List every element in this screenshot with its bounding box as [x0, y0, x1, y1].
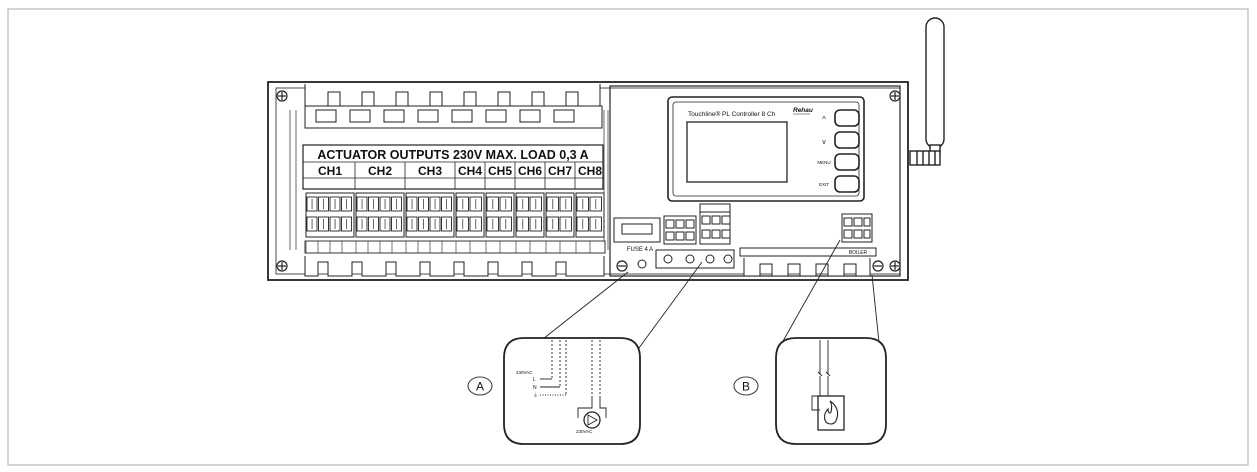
actuator-output-panel: ACTUATOR OUTPUTS 230V MAX. LOAD 0,3 A CH…: [302, 144, 604, 190]
actuator-terminal-blocks: [305, 192, 605, 238]
down-chevron-icon: v: [822, 139, 826, 146]
pump-voltage-label: 230VAC: [576, 429, 593, 434]
marker-a: A: [467, 376, 493, 396]
earth-icon: ⏚: [533, 392, 538, 399]
down-button[interactable]: [834, 131, 860, 149]
mains-voltage-label: 230VAC: [516, 370, 533, 375]
marker-b-label: B: [742, 380, 750, 394]
boiler-terminal-label: BOILER: [849, 250, 868, 256]
leader-lines: [533, 239, 881, 353]
marker-b: B: [733, 376, 759, 396]
menu-label: MENU: [817, 160, 830, 165]
up-chevron-icon: ^: [822, 115, 826, 124]
mains-terminal-strip: [304, 240, 606, 254]
terminal-block-ch3: [405, 192, 455, 238]
outer-frame: [7, 8, 1249, 466]
channel-label-3: CH3: [418, 164, 442, 178]
display-connector: [699, 203, 731, 213]
channel-label-2: CH2: [368, 164, 392, 178]
actuator-outputs-banner: ACTUATOR OUTPUTS 230V MAX. LOAD 0,3 A: [317, 148, 588, 162]
terminal-block-ch4: [455, 192, 485, 238]
exit-button[interactable]: [834, 175, 860, 193]
controller-title: Touchline® PL Controller 8 Ch: [688, 110, 776, 118]
bottom-cable-clamps: [304, 256, 871, 277]
terminal-block-ch2: [355, 192, 405, 238]
terminal-block-ch7: [545, 192, 575, 238]
pump-terminals: [637, 211, 735, 269]
channel-label-8: CH8: [578, 164, 602, 178]
terminal-block-ch6: [515, 192, 545, 238]
terminal-block-ch5: [485, 192, 515, 238]
channel-label-7: CH7: [548, 164, 572, 178]
brand-logo: Rehau: [793, 107, 813, 114]
channel-label-5: CH5: [488, 164, 512, 178]
fuse-label: FUSE 4 A: [627, 247, 653, 253]
fuse-holder: FUSE 4 A: [613, 217, 661, 253]
mounting-screws: [276, 90, 901, 272]
menu-button[interactable]: [834, 153, 860, 171]
detail-a-pump-wiring: 230VAC L N ⏚ 230VAC: [503, 337, 641, 445]
neutral-label: N: [533, 385, 537, 391]
antenna: [909, 17, 945, 166]
channel-label-6: CH6: [518, 164, 542, 178]
terminal-block-ch8: [575, 192, 605, 238]
up-button[interactable]: [834, 109, 860, 127]
boiler-terminals: BOILER: [739, 213, 877, 257]
exit-label: EXIT: [819, 182, 829, 187]
controller-buttons: ^ v MENU EXIT: [817, 109, 860, 193]
marker-a-label: A: [476, 380, 484, 394]
channel-label-4: CH4: [458, 164, 482, 178]
terminal-block-ch1: [305, 192, 355, 238]
lcd-screen: [686, 121, 788, 183]
controller-display-module: Touchline® PL Controller 8 Ch Rehau: [667, 96, 865, 202]
live-label: L: [533, 377, 536, 383]
channel-label-1: CH1: [318, 164, 342, 178]
top-cable-clamps: [304, 84, 603, 129]
detail-b-boiler-wiring: [775, 337, 887, 445]
